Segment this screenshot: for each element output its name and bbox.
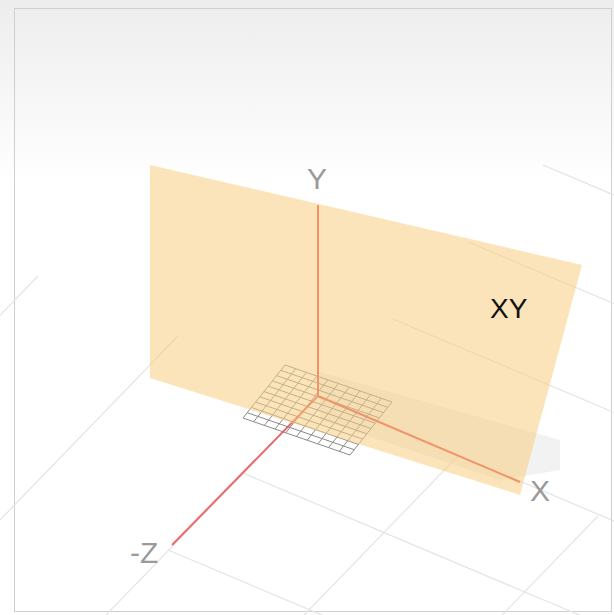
axis-label: -Z xyxy=(130,538,158,568)
plane-label: XY xyxy=(490,295,527,323)
axis-label: X xyxy=(530,476,550,506)
axis-label: Y xyxy=(307,164,327,194)
xy-plane: XY xyxy=(150,165,582,495)
